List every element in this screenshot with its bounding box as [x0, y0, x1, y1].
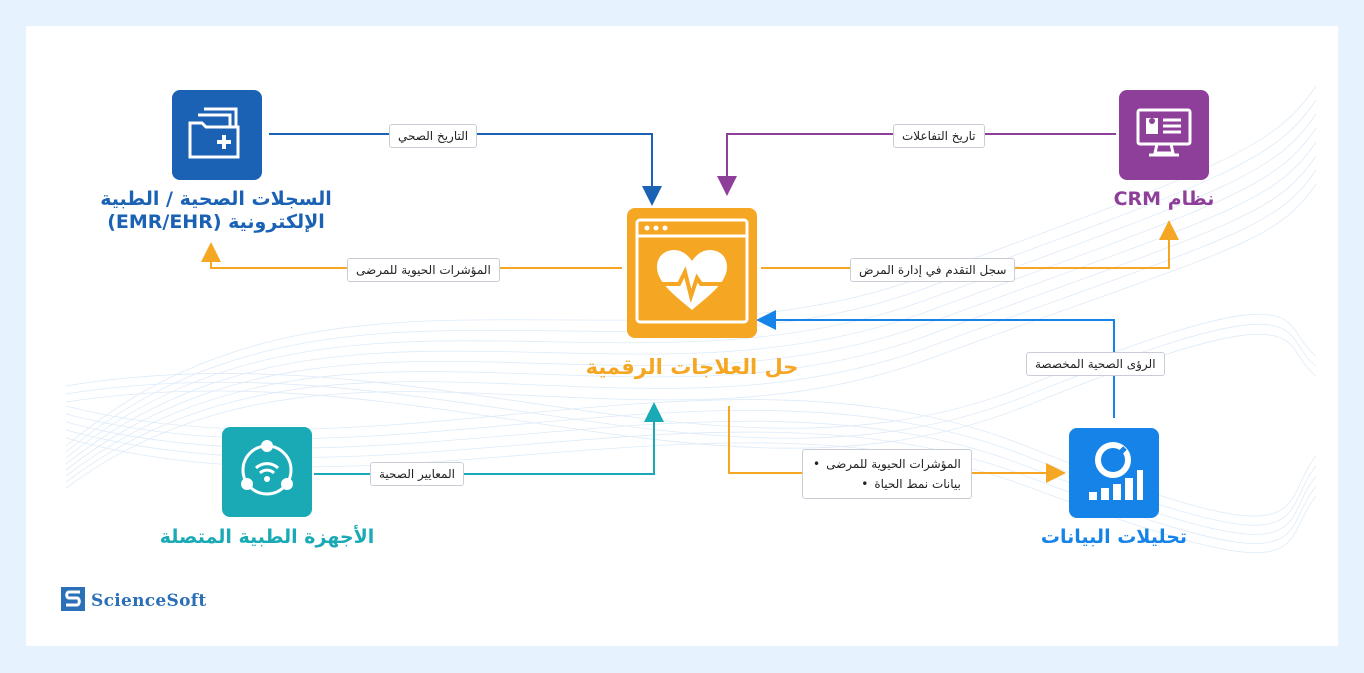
analytics-chart-icon	[1083, 438, 1145, 508]
edge-label-personalized-insights: الرؤى الصحية المخصصة	[1026, 352, 1165, 376]
devices-title: الأجهزة الطبية المتصلة	[159, 526, 375, 548]
sciencesoft-logo: ScienceSoft	[60, 586, 207, 616]
sciencesoft-logo-icon	[60, 586, 86, 616]
edge-label-patient-vitals: المؤشرات الحيوية للمرضى	[347, 258, 500, 282]
edge-analytics-to-center	[756, 310, 1115, 418]
crm-tile	[1119, 90, 1209, 180]
center-title: حل العلاجات الرقمية	[585, 355, 799, 379]
edge-label-health-parameters: المعايير الصحية	[370, 462, 464, 486]
emr-title-line2: الإلكترونية (EMR/EHR)	[107, 211, 325, 233]
edge-label-vitals-lifestyle: المؤشرات الحيوية للمرضى• بيانات نمط الحي…	[802, 449, 972, 499]
logo-text: ScienceSoft	[91, 591, 207, 611]
edge-crm-to-center	[717, 133, 1116, 196]
analytics-title: تحليلات البيانات	[1040, 526, 1188, 548]
list-item: بيانات نمط الحياة•	[861, 477, 961, 491]
devices-tile	[222, 427, 312, 517]
folder-plus-icon	[186, 105, 248, 165]
heart-pulse-window-icon	[633, 212, 751, 334]
analytics-tile	[1069, 428, 1159, 518]
list-item: المؤشرات الحيوية للمرضى•	[813, 457, 961, 471]
crm-title: نظام CRM	[1113, 188, 1215, 210]
diagram-canvas: السجلات الصحية / الطبية الإلكترونية (EMR…	[26, 26, 1338, 646]
edge-label-health-history: التاريخ الصحي	[389, 124, 478, 148]
emr-tile	[172, 90, 262, 180]
monitor-profile-icon	[1135, 107, 1193, 163]
emr-title-line1: السجلات الصحية / الطبية	[100, 188, 332, 210]
center-tile	[627, 208, 757, 338]
emr-title: السجلات الصحية / الطبية الإلكترونية (EMR…	[66, 188, 366, 234]
wifi-network-icon	[235, 438, 299, 506]
edge-label-interaction-history: تاريخ التفاعلات	[893, 124, 985, 148]
edge-label-disease-progress: سجل التقدم في إدارة المرض	[850, 258, 1016, 282]
edge-devices-to-center	[314, 402, 664, 475]
